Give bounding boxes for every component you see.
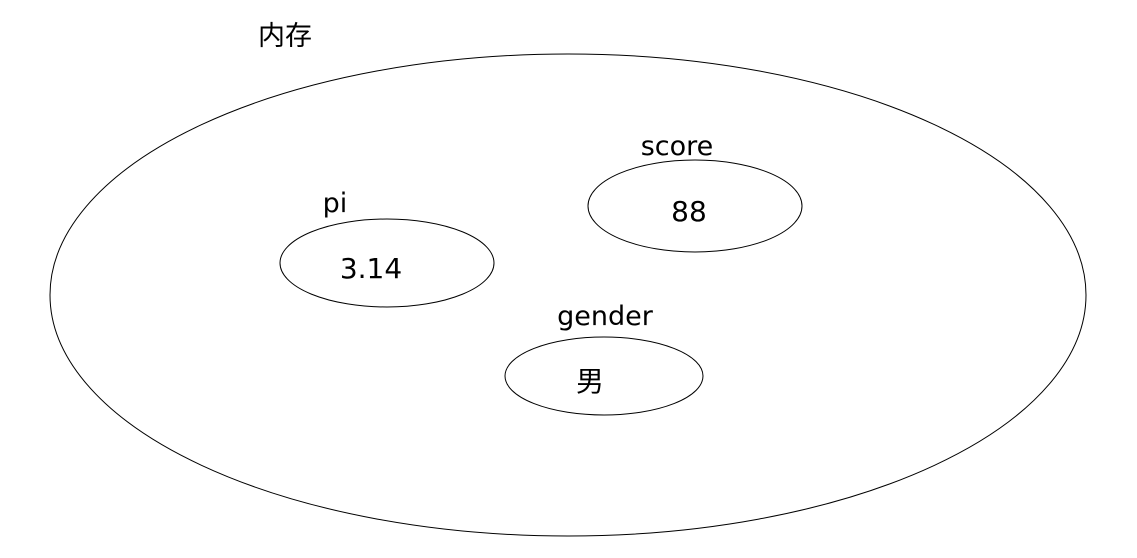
memory-container-ellipse	[49, 53, 1087, 537]
variable-name-score: score	[641, 131, 714, 162]
variable-ellipse-score	[587, 159, 803, 253]
variable-ellipse-gender	[504, 336, 704, 416]
variable-name-pi: pi	[323, 188, 348, 219]
variable-value-pi: 3.14	[340, 252, 402, 285]
variable-name-gender: gender	[557, 301, 654, 332]
variable-value-score: 88	[671, 195, 707, 228]
memory-container-label: 内存	[258, 21, 312, 52]
variable-value-gender: 男	[576, 365, 604, 398]
variable-ellipse-pi	[279, 218, 495, 308]
